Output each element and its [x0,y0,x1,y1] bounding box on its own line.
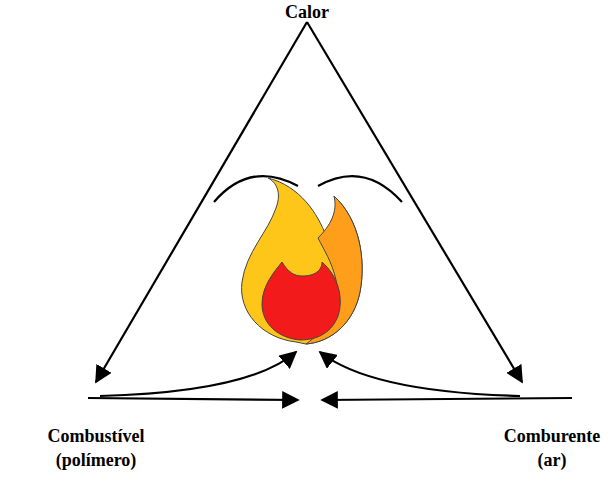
triangle-side [307,22,522,382]
vertex-label: Comburente (ar) [496,424,608,472]
bottom-arrow [88,398,298,400]
vertex-label: Combustível (polímero) [31,424,161,472]
heat-curve [318,176,402,202]
flame [242,178,363,344]
vertex-label: Calor [237,0,377,24]
bottom-arrow [322,398,572,400]
oxidizer-curve [320,352,520,396]
fuel-curve [100,352,296,396]
